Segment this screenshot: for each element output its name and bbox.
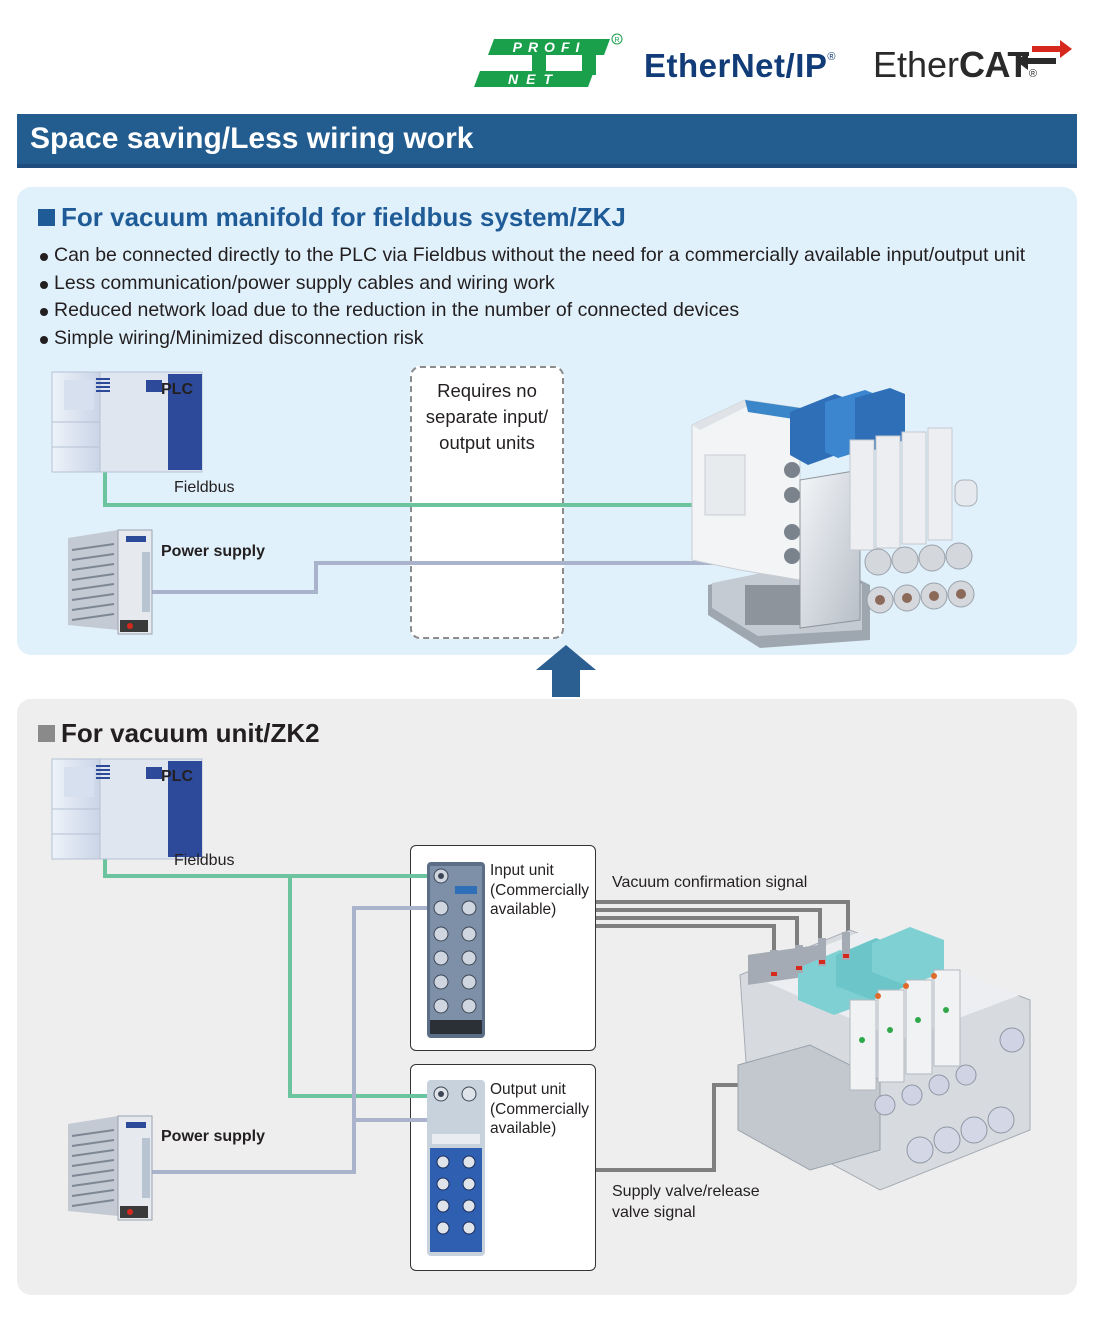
ethercat-text-2: CAT — [959, 44, 1029, 85]
zk2-title: For vacuum unit/ZK2 — [61, 718, 320, 748]
profinet-logo: PROFI NET R — [474, 33, 623, 87]
plc-icon — [51, 371, 203, 473]
vacuum-unit-image — [737, 927, 1031, 1191]
ethernetip-mark: ® — [827, 51, 836, 63]
page-title: Space saving/Less wiring work — [30, 122, 474, 155]
fieldbus-line — [288, 876, 440, 1098]
fieldbus-label: Fieldbus — [174, 852, 235, 869]
no-io-units-line: output units — [439, 432, 535, 453]
output-unit-image — [427, 1080, 485, 1256]
input-unit-label: Input unit (Commercially available) — [490, 861, 589, 920]
plc-icon — [51, 758, 203, 860]
ethercat-text-1: Ether — [873, 44, 960, 85]
supply-signal-line-text: Supply valve/release — [612, 1183, 760, 1200]
output-unit-label: Output unit (Commercially available) — [490, 1080, 589, 1139]
bullet-item: Simple wiring/Minimized disconnection ri… — [38, 325, 1025, 353]
supply-signal-line-text: valve signal — [612, 1204, 696, 1221]
ethernetip-text: EtherNet/IP — [644, 47, 828, 84]
input-unit-image — [427, 862, 485, 1038]
power-supply-icon — [68, 1115, 153, 1221]
power-line — [150, 906, 440, 1174]
zkj-title: For vacuum manifold for fieldbus system/… — [61, 202, 626, 232]
fieldbus-line — [103, 858, 440, 878]
vacuum-signal-label: Vacuum confirmation signal — [612, 874, 808, 891]
supply-signal-line — [596, 1083, 762, 1172]
vacuum-signal-lines — [596, 900, 850, 955]
bullet-item: Reduced network load due to the reductio… — [38, 297, 1025, 325]
bullet-item: Can be connected directly to the PLC via… — [38, 242, 1025, 270]
fieldbus-label: Fieldbus — [174, 479, 235, 496]
svg-text:R: R — [614, 37, 619, 44]
ethernetip-logo: EtherNet/IP® — [644, 47, 836, 85]
output-unit-line: available) — [490, 1120, 557, 1137]
ethercat-logo: EtherCAT® — [873, 44, 1037, 86]
up-arrow-icon — [536, 645, 596, 697]
output-unit-line: (Commercially — [490, 1100, 590, 1118]
input-unit-line: (Commercially — [490, 881, 590, 899]
zkj-square-icon — [38, 209, 55, 226]
power-supply-label: Power supply — [161, 543, 266, 560]
input-unit-line: available) — [490, 901, 557, 918]
input-unit-line: Input unit — [490, 862, 554, 879]
profinet-text-1: PROFI — [513, 39, 586, 55]
ethercat-mark: ® — [1028, 68, 1037, 80]
fieldbus-line — [103, 470, 790, 507]
plc-label: PLC — [161, 381, 193, 398]
profinet-text-2: NET — [508, 71, 560, 87]
power-supply-icon — [68, 529, 153, 635]
ethercat-arrows-icon — [1016, 40, 1072, 70]
plc-label: PLC — [161, 768, 193, 785]
no-io-units-line: separate input/ — [425, 406, 549, 427]
power-supply-label: Power supply — [161, 1128, 266, 1145]
no-io-units-line: Requires no — [437, 380, 537, 401]
zk2-square-icon — [38, 725, 55, 742]
supply-signal-label: Supply valve/release valve signal — [612, 1181, 760, 1223]
no-io-units-box — [410, 366, 564, 639]
bullet-item: Less communication/power supply cables a… — [38, 270, 1025, 298]
zkj-bullet-list: Can be connected directly to the PLC via… — [38, 242, 1025, 352]
power-line — [150, 561, 790, 594]
vacuum-manifold-image — [691, 388, 978, 648]
title-banner — [17, 114, 1077, 168]
output-unit-line: Output unit — [490, 1081, 566, 1098]
no-io-units-text: Requires no separate input/ output units — [410, 378, 564, 456]
